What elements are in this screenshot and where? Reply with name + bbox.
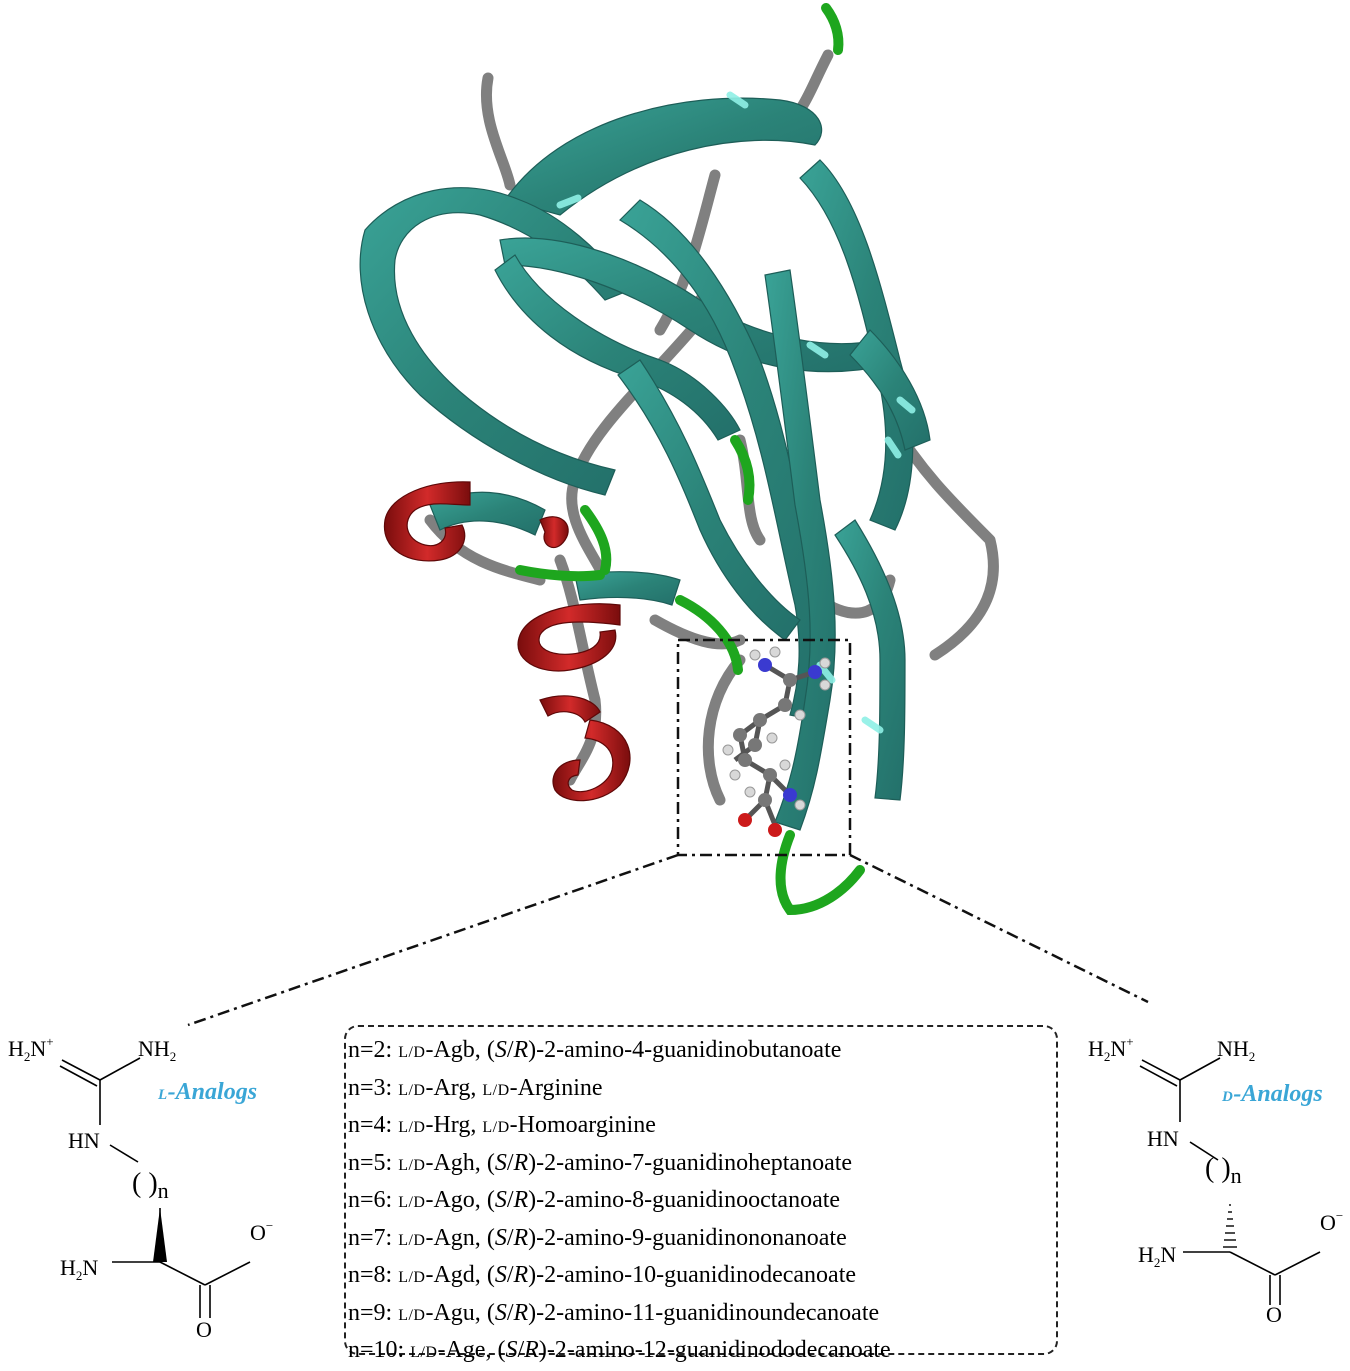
legend-stereo-prefix: L/D: [398, 1044, 426, 1061]
zoom-indicator: [187, 638, 1149, 1027]
legend-row: n=3: L/D-Arg, L/D-Arginine: [348, 1071, 891, 1109]
legend-configuration: (S/R): [497, 1337, 547, 1363]
legend-analog-code: -Agd,: [425, 1262, 487, 1288]
analog-legend-box: n=2: L/D-Agb, (S/R)-2-amino-4-guanidinob…: [344, 1025, 1058, 1363]
zoom-guide-right: [849, 853, 1149, 1004]
legend-n-value: n=5:: [348, 1149, 399, 1176]
legend-n-value: n=6:: [348, 1187, 399, 1213]
legend-analog-code: -Age,: [437, 1337, 498, 1363]
legend-row: n=10: L/D-Age, (S/R)-2-amino-12-guanidin…: [348, 1333, 891, 1371]
legend-n-value: n=10:: [348, 1337, 411, 1363]
legend-analog-code: -Arg,: [425, 1074, 483, 1101]
legend-stereo-prefix: L/D: [398, 1231, 426, 1249]
zoom-box: [676, 638, 852, 857]
legend-stereo-prefix: L/D: [398, 1269, 426, 1286]
legend-analog-name: -2-amino-7-guanidinoheptanoate: [536, 1149, 853, 1176]
legend-configuration: (S/R): [486, 1149, 537, 1176]
bound-ligand: [722, 646, 831, 837]
legend-configuration: L/D: [482, 1081, 510, 1099]
legend-configuration: (S/R): [486, 1187, 537, 1213]
legend-analog-name: -2-amino-9-guanidinononanoate: [536, 1224, 847, 1251]
legend-stereo-prefix: L/D: [398, 1081, 426, 1099]
legend-row: n=9: L/D-Agu, (S/R)-2-amino-11-guanidino…: [348, 1296, 891, 1334]
legend-row: n=2: L/D-Agb, (S/R)-2-amino-4-guanidinob…: [348, 1033, 891, 1071]
legend-analog-code: -Agb,: [425, 1037, 487, 1063]
legend-n-value: n=7:: [348, 1224, 399, 1251]
legend-analog-code: -Agn,: [425, 1224, 487, 1251]
legend-analog-name: -Homoarginine: [509, 1112, 656, 1138]
legend-row: n=7: L/D-Agn, (S/R)-2-amino-9-guanidinon…: [348, 1221, 891, 1259]
legend-stereo-prefix: L/D: [410, 1344, 438, 1361]
legend-configuration: (S/R): [486, 1299, 537, 1326]
legend-row: n=6: L/D-Ago, (S/R)-2-amino-8-guanidinoo…: [348, 1183, 891, 1221]
legend-n-value: n=3:: [348, 1074, 399, 1101]
legend-configuration: (S/R): [486, 1262, 537, 1288]
legend-n-value: n=2:: [348, 1037, 399, 1063]
legend-analog-name: -Arginine: [509, 1074, 603, 1101]
legend-stereo-prefix: L/D: [398, 1119, 426, 1136]
legend-analog-name: -2-amino-8-guanidinooctanoate: [536, 1187, 841, 1213]
legend-analog-code: -Agu,: [425, 1299, 487, 1326]
turn-segments: [515, 3, 865, 916]
legend-n-value: n=4:: [348, 1112, 399, 1138]
legend-configuration: L/D: [482, 1119, 510, 1136]
legend-analog-code: -Agh,: [425, 1149, 487, 1176]
legend-stereo-prefix: L/D: [398, 1194, 426, 1211]
legend-row: n=5: L/D-Agh, (S/R)-2-amino-7-guanidinoh…: [348, 1146, 891, 1184]
legend-analog-code: -Ago,: [425, 1187, 487, 1213]
legend-n-value: n=9:: [348, 1299, 399, 1326]
legend-analog-name: -2-amino-11-guanidinoundecanoate: [536, 1299, 880, 1326]
legend-row: n=4: L/D-Hrg, L/D-Homoarginine: [348, 1108, 891, 1146]
legend-configuration: (S/R): [486, 1224, 537, 1251]
legend-analog-name: -2-amino-10-guanidinodecanoate: [536, 1262, 857, 1288]
legend-n-value: n=8:: [348, 1262, 399, 1288]
analog-legend-list: n=2: L/D-Agb, (S/R)-2-amino-4-guanidinob…: [348, 1033, 891, 1371]
legend-analog-name: -2-amino-12-guanidinododecanoate: [546, 1337, 891, 1363]
legend-analog-name: -2-amino-4-guanidinobutanoate: [536, 1037, 842, 1063]
legend-configuration: (S/R): [486, 1037, 537, 1063]
legend-row: n=8: L/D-Agd, (S/R)-2-amino-10-guanidino…: [348, 1258, 891, 1296]
legend-analog-code: -Hrg,: [425, 1112, 483, 1138]
legend-stereo-prefix: L/D: [398, 1156, 426, 1174]
zoom-guide-left: [187, 853, 679, 1027]
beta-sheets: [359, 97, 931, 831]
alpha-helices: [383, 481, 631, 802]
legend-stereo-prefix: L/D: [398, 1306, 426, 1324]
